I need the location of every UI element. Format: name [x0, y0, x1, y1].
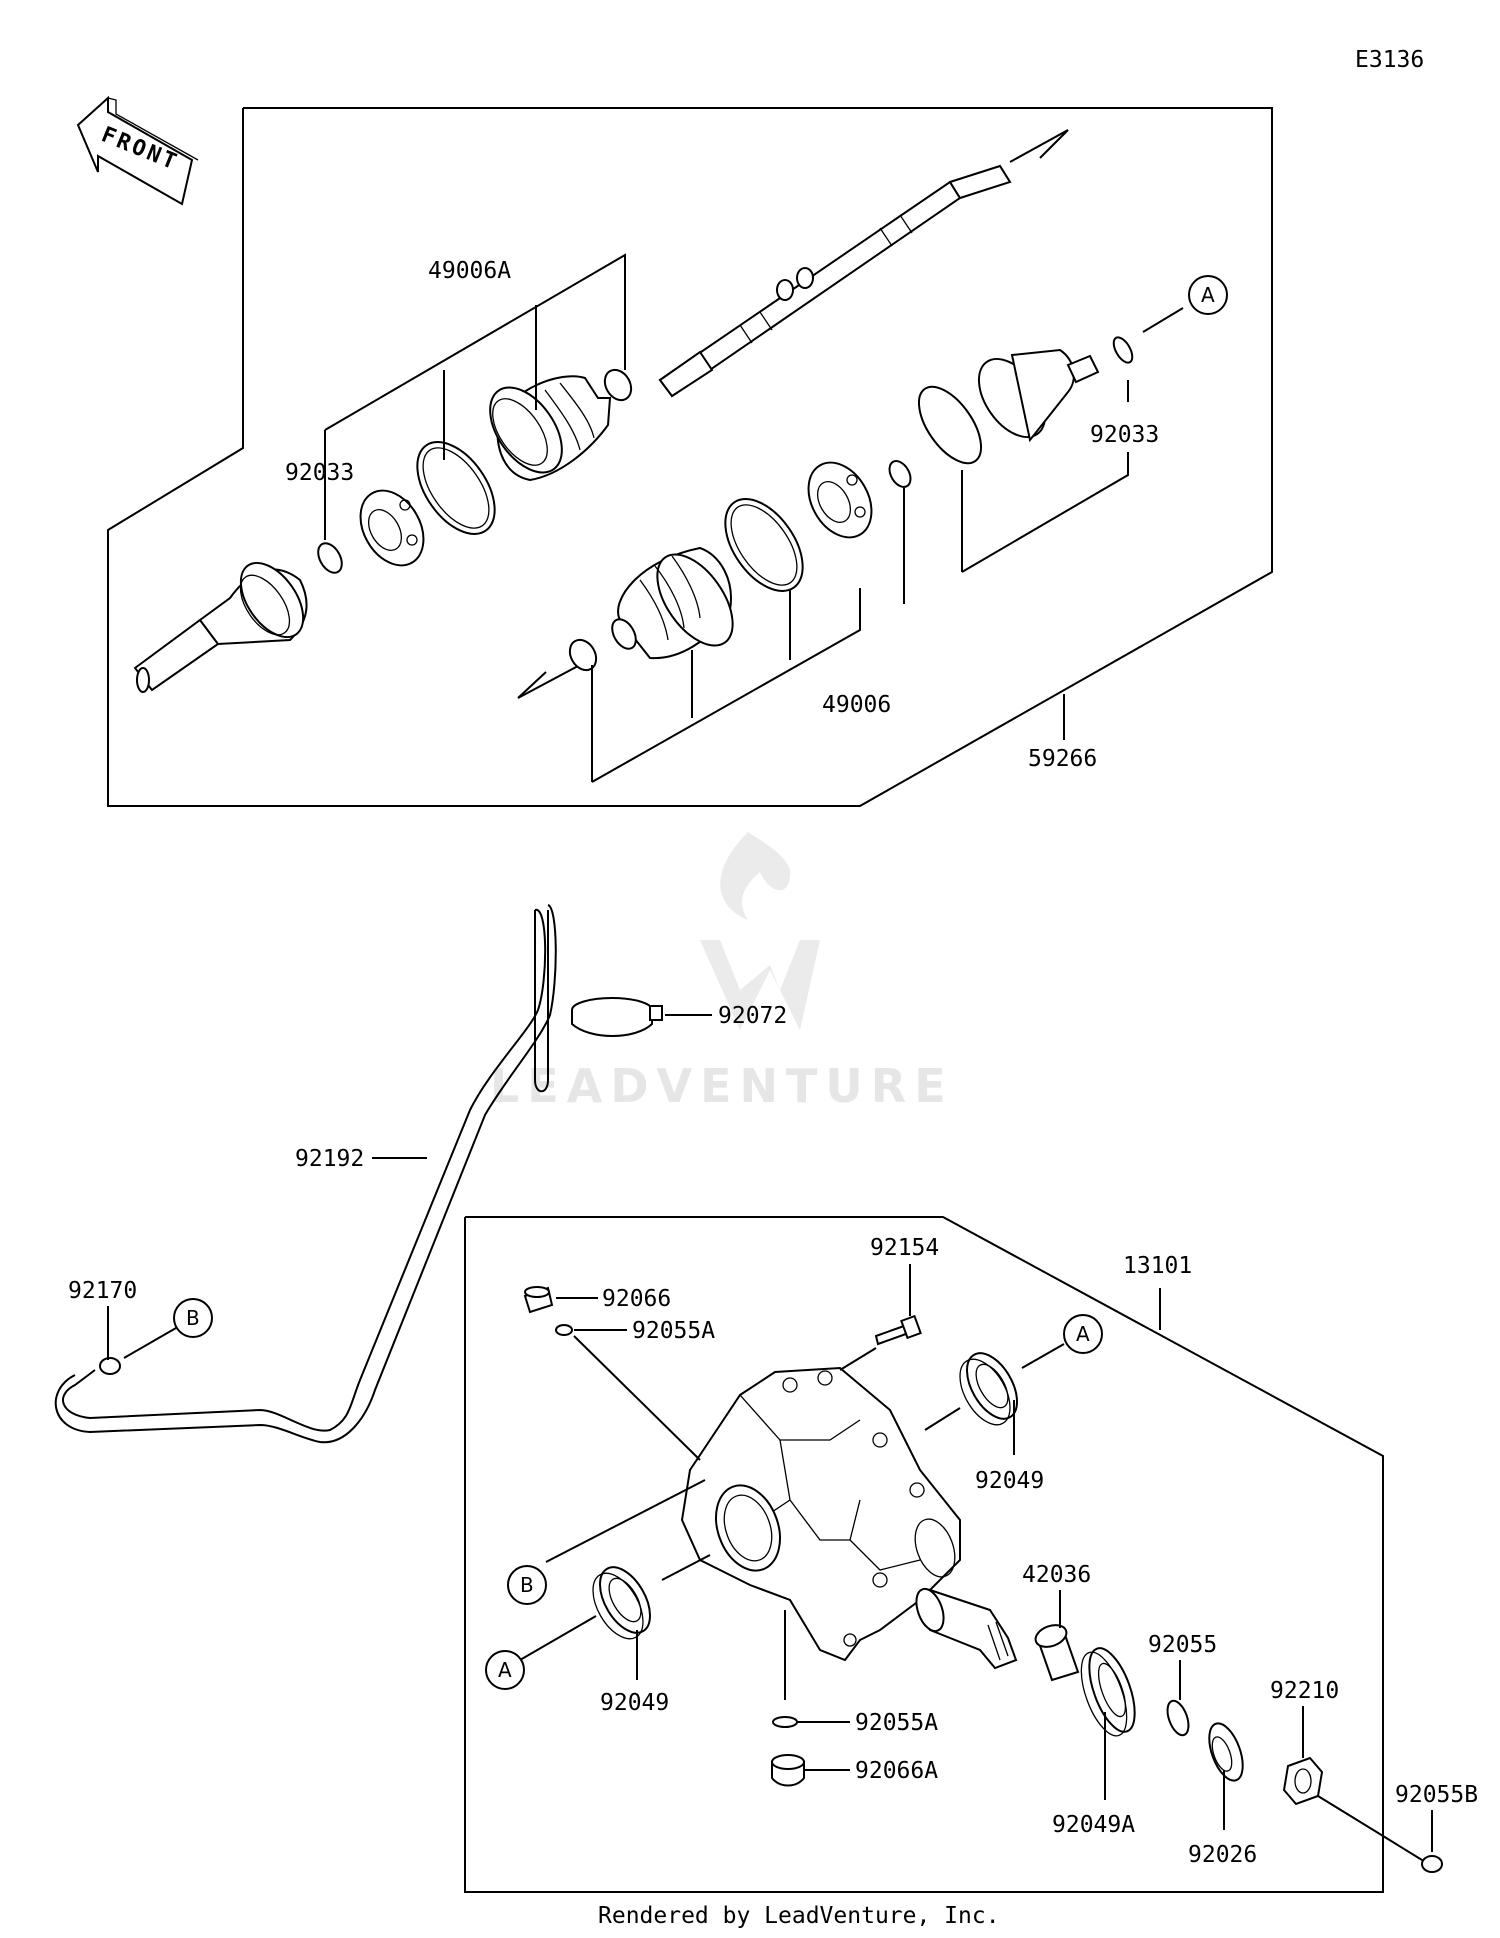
label-92055B: 92055B: [1395, 1782, 1478, 1808]
watermark-logo: LEADVENTURE: [490, 832, 954, 1113]
label-92049-lower: 92049: [600, 1690, 669, 1716]
label-49006: 49006: [822, 692, 891, 718]
label-92026: 92026: [1188, 1842, 1257, 1868]
oil-seal-lower: [592, 1566, 651, 1640]
boot-band-left: [416, 441, 496, 535]
front-arrow-icon: FRONT: [76, 95, 199, 206]
oil-seal-upper: [959, 1352, 1018, 1426]
label-92033-left: 92033: [285, 460, 354, 486]
footer-credit: Rendered by LeadVenture, Inc.: [598, 1903, 1000, 1929]
label-92049-upper: 92049: [975, 1468, 1044, 1494]
label-92170: 92170: [68, 1278, 137, 1304]
bolt-92154: [874, 1314, 922, 1346]
svg-text:A: A: [1076, 1322, 1090, 1346]
o-ring-92055: [1166, 1699, 1190, 1737]
axle-shaft: [658, 164, 1012, 398]
label-92072: 92072: [718, 1003, 787, 1029]
o-ring-bottom: [772, 1716, 798, 1728]
label-92055: 92055: [1148, 1632, 1217, 1658]
label-92049A: 92049A: [1052, 1812, 1135, 1838]
boot-band-small-lower: [568, 638, 598, 672]
label-92066: 92066: [602, 1286, 671, 1312]
callout-a-diff-left: A: [485, 1650, 525, 1690]
label-59266: 59266: [1028, 746, 1097, 772]
outer-cv-joint-left: [133, 561, 308, 693]
label-92210: 92210: [1270, 1678, 1339, 1704]
inner-cv-joint-right: [977, 348, 1100, 443]
callout-a-shaft: A: [1188, 275, 1228, 315]
o-ring-92055B: [1421, 1855, 1443, 1873]
washer-92026: [1208, 1722, 1244, 1782]
drain-plug-bottom: [771, 1754, 805, 1787]
svg-text:LEADVENTURE: LEADVENTURE: [490, 1059, 954, 1113]
oil-seal-92049A: [1080, 1647, 1136, 1737]
band-clamp: [571, 997, 663, 1037]
clip-mid: [888, 460, 912, 488]
boot-upper: [489, 375, 612, 482]
breather-hose: [54, 904, 557, 1444]
callout-a-diff-right: A: [1063, 1314, 1103, 1354]
snap-ring-right: [917, 385, 983, 465]
label-92154: 92154: [870, 1235, 939, 1261]
label-92192: 92192: [295, 1146, 364, 1172]
label-42036: 42036: [1022, 1562, 1091, 1588]
drive-shaft-group: [107, 107, 1273, 807]
svg-text:B: B: [520, 1573, 534, 1597]
differential-group: [464, 1216, 1443, 1893]
bearing-cage-right: [807, 461, 873, 539]
boot-band-lower: [724, 498, 804, 592]
drain-plug-top: [523, 1286, 554, 1314]
boot-lower: [611, 546, 734, 660]
diagram-code: E3136: [1355, 47, 1424, 73]
collar-42036: [1034, 1624, 1080, 1682]
svg-text:A: A: [498, 1658, 512, 1682]
bearing-cage-left: [359, 489, 425, 567]
label-92055A-bottom: 92055A: [855, 1710, 938, 1736]
circlip-left: [317, 542, 343, 574]
svg-text:B: B: [186, 1306, 200, 1330]
label-49006A: 49006A: [428, 258, 511, 284]
differential-housing: [680, 1366, 1018, 1670]
nut-92210: [1282, 1756, 1324, 1806]
label-92033-right: 92033: [1090, 422, 1159, 448]
callout-b-diff: B: [507, 1565, 547, 1605]
callout-b-hose: B: [173, 1298, 213, 1338]
boot-band-small-top: [603, 368, 633, 402]
label-92066A: 92066A: [855, 1758, 938, 1784]
hose-clamp: [99, 1357, 121, 1375]
circlip-right: [1112, 336, 1134, 364]
svg-text:A: A: [1201, 283, 1215, 307]
label-92055A-top: 92055A: [632, 1318, 715, 1344]
label-13101: 13101: [1123, 1253, 1192, 1279]
o-ring-top: [555, 1324, 573, 1336]
